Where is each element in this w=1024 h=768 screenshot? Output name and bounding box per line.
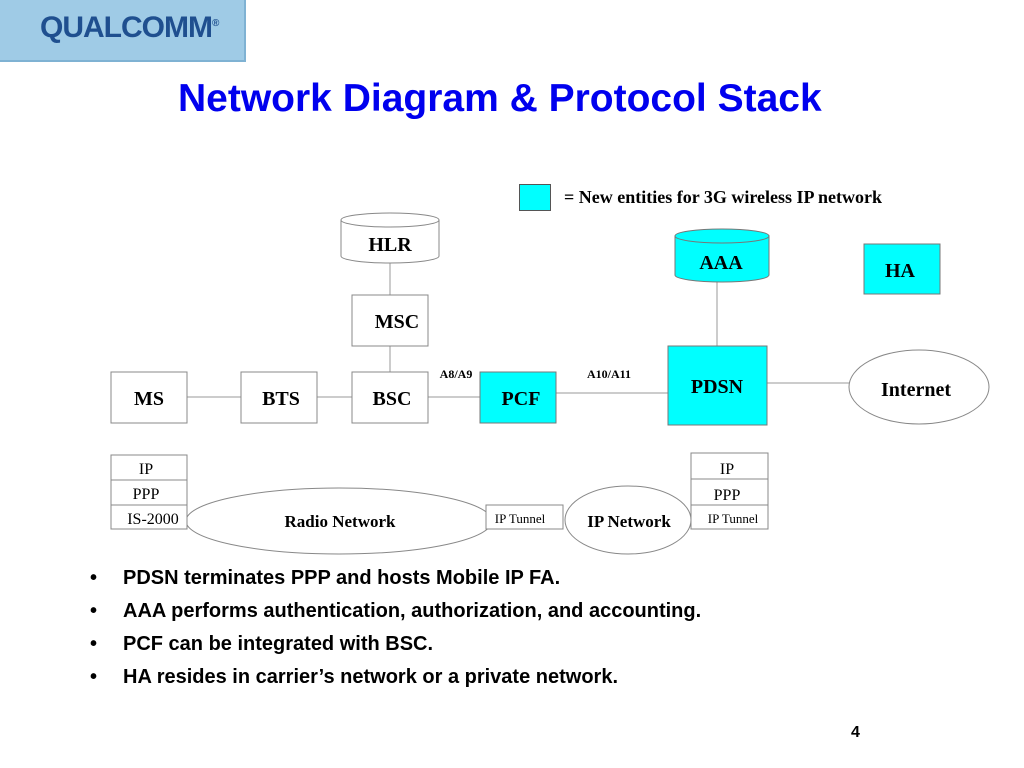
stack-left-layer-3: IS-2000 <box>127 511 179 528</box>
internet-ellipse <box>848 349 990 425</box>
bullet-item: PCF can be integrated with BSC. <box>88 628 701 661</box>
aaa-cylinder-body <box>674 236 770 283</box>
stack-right-layer-2: PPP <box>714 487 741 504</box>
logo-registered-mark: ® <box>211 18 219 29</box>
ha-box <box>863 243 941 295</box>
ha-label: HA <box>885 260 916 282</box>
slide-title: Network Diagram & Protocol Stack <box>178 77 822 120</box>
ms-node: MS <box>110 371 188 424</box>
pdsn-box <box>667 345 768 426</box>
ha-node: HA <box>863 243 941 295</box>
bts-box <box>240 371 318 424</box>
ip-tunnel-box: IP Tunnel <box>485 504 564 530</box>
aaa-label: AAA <box>699 252 743 274</box>
bullet-list: PDSN terminates PPP and hosts Mobile IP … <box>88 562 701 694</box>
bts-label: BTS <box>262 388 300 410</box>
bts-node: BTS <box>240 371 318 424</box>
qualcomm-logo: QUALCOMM® <box>40 11 219 45</box>
stack-left-layer-1: IP <box>139 461 153 478</box>
stack-left-layer-2: PPP <box>133 486 160 503</box>
legend-swatch <box>519 184 551 211</box>
internet-label: Internet <box>881 379 951 401</box>
pdsn-node: PDSN <box>667 345 768 426</box>
stack-left-frame <box>110 454 188 530</box>
msc-box <box>351 294 429 347</box>
hlr-label: HLR <box>368 234 412 256</box>
radio-network: Radio Network <box>185 487 493 555</box>
aaa-cylinder-top <box>674 228 770 244</box>
ip-network-label: IP Network <box>587 512 671 531</box>
stack-right-frame <box>690 452 769 530</box>
stack-right-layer-3: IP Tunnel <box>708 511 759 526</box>
legend-label: = New entities for 3G wireless IP networ… <box>564 187 883 207</box>
hlr-cylinder-top <box>340 212 440 228</box>
ip-tunnel-frame <box>485 504 564 530</box>
bullet-item: HA resides in carrier’s network or a pri… <box>88 661 701 694</box>
pcf-node: PCF <box>479 371 557 424</box>
interface-a8-a9-label: A8/A9 <box>440 367 473 381</box>
stack-right-layer-1: IP <box>720 461 734 478</box>
pdsn-label: PDSN <box>691 376 744 398</box>
protocol-stack-left: IP PPP IS-2000 <box>110 454 188 530</box>
logo-text: QUALCOMM <box>40 11 213 44</box>
aaa-node: AAA <box>674 228 770 283</box>
interface-a10-a11-label: A10/A11 <box>587 367 631 381</box>
pcf-label: PCF <box>502 388 541 410</box>
bsc-label: BSC <box>373 388 412 410</box>
connection-lines <box>187 263 850 398</box>
hlr-cylinder-body <box>340 220 440 264</box>
internet-node: Internet <box>848 349 990 425</box>
bullet-item: AAA performs authentication, authorizati… <box>88 595 701 628</box>
bullet-item: PDSN terminates PPP and hosts Mobile IP … <box>88 562 701 595</box>
ms-box <box>110 371 188 424</box>
ip-network: IP Network <box>564 485 692 555</box>
bsc-box <box>351 371 429 424</box>
hlr-node: HLR <box>340 212 440 264</box>
page-number: 4 <box>851 724 860 741</box>
protocol-stack-right: IP PPP IP Tunnel <box>690 452 769 530</box>
pcf-box <box>479 371 557 424</box>
logo-banner: QUALCOMM® <box>0 0 246 62</box>
ip-tunnel-label: IP Tunnel <box>495 511 546 526</box>
msc-label: MSC <box>375 311 419 333</box>
ms-label: MS <box>134 388 164 410</box>
msc-node: MSC <box>351 294 429 347</box>
bsc-node: BSC <box>351 371 429 424</box>
radio-network-label: Radio Network <box>285 512 397 531</box>
